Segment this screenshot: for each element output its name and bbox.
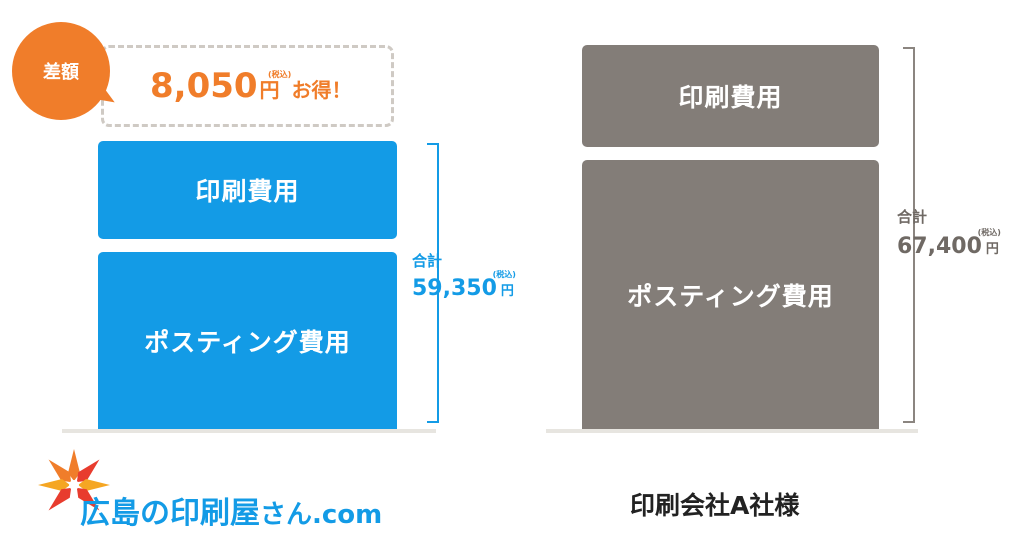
company-b-label: 印刷会社A社様: [630, 491, 800, 520]
bar-b-printing-label: 印刷費用: [678, 83, 783, 112]
bar-b-posting: ポスティング費用: [582, 160, 879, 429]
total-a-label: 合計: [412, 252, 443, 270]
bar-a-posting-label: ポスティング費用: [144, 327, 351, 357]
difference-suffix: お得！: [291, 78, 352, 102]
difference-unit: 円: [259, 78, 280, 102]
difference-badge: 差額: [12, 22, 110, 120]
baseline-a: [62, 429, 436, 433]
maple-leaf-logo-icon: [38, 449, 110, 511]
bracket-b: [903, 47, 915, 423]
total-a-value: 59,350: [412, 276, 497, 301]
bar-b-printing: 印刷費用: [582, 45, 879, 147]
bar-b-posting-label: ポスティング費用: [627, 281, 834, 311]
total-a-unit: 円: [500, 284, 514, 299]
brand-logo-text: 広島の印刷屋さん.com: [80, 488, 382, 532]
brand-logo-main: 広島の印刷屋: [80, 496, 260, 531]
total-a-tax: (税込): [492, 270, 516, 279]
total-b-label: 合計: [897, 208, 928, 226]
difference-tax-note: (税込): [268, 70, 292, 79]
total-b-unit: 円: [985, 242, 999, 257]
difference-badge-label: 差額: [43, 62, 79, 83]
bar-a-printing-label: 印刷費用: [195, 177, 300, 206]
total-b-value: 67,400: [897, 234, 982, 259]
bracket-a: [427, 143, 439, 423]
brand-logo-tail: さん.com: [260, 500, 383, 530]
bar-a-posting: ポスティング費用: [98, 252, 397, 429]
total-b-tax: (税込): [977, 228, 1001, 237]
bar-a-printing: 印刷費用: [98, 141, 397, 239]
difference-value: 8,050: [150, 66, 258, 106]
baseline-b: [546, 429, 918, 433]
